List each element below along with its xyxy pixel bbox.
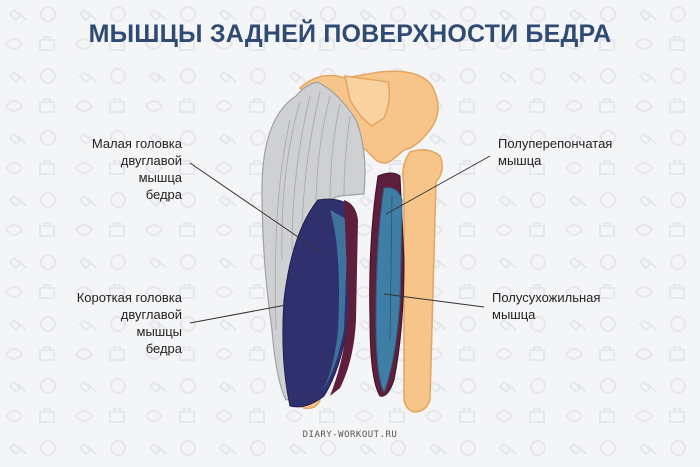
leader-lines: [189, 155, 491, 324]
site-credit: DIARY-WORKOUT.RU: [302, 430, 398, 440]
leader-long-head: [189, 162, 321, 253]
page-title: МЫШЦЫ ЗАДНЕЙ ПОВЕРХНОСТИ БЕДРА: [88, 20, 612, 48]
label-short-head: Короткая головка двуглавой мышцы бедра: [76, 290, 182, 356]
label-long-head: Малая головка двуглавой мышца бедра: [91, 136, 182, 202]
label-semitendinosus: Полусухожильная мышца: [492, 290, 601, 322]
semitendinosus: [375, 187, 403, 394]
gluteal-fibers: [274, 91, 351, 331]
biceps-femoris: [282, 198, 358, 408]
leader-semimembranosus: [385, 155, 491, 215]
leader-short-head: [189, 304, 287, 324]
label-semimembranosus: Полуперепончатая мышца: [498, 136, 613, 168]
leader-semitendinosus: [383, 293, 485, 308]
